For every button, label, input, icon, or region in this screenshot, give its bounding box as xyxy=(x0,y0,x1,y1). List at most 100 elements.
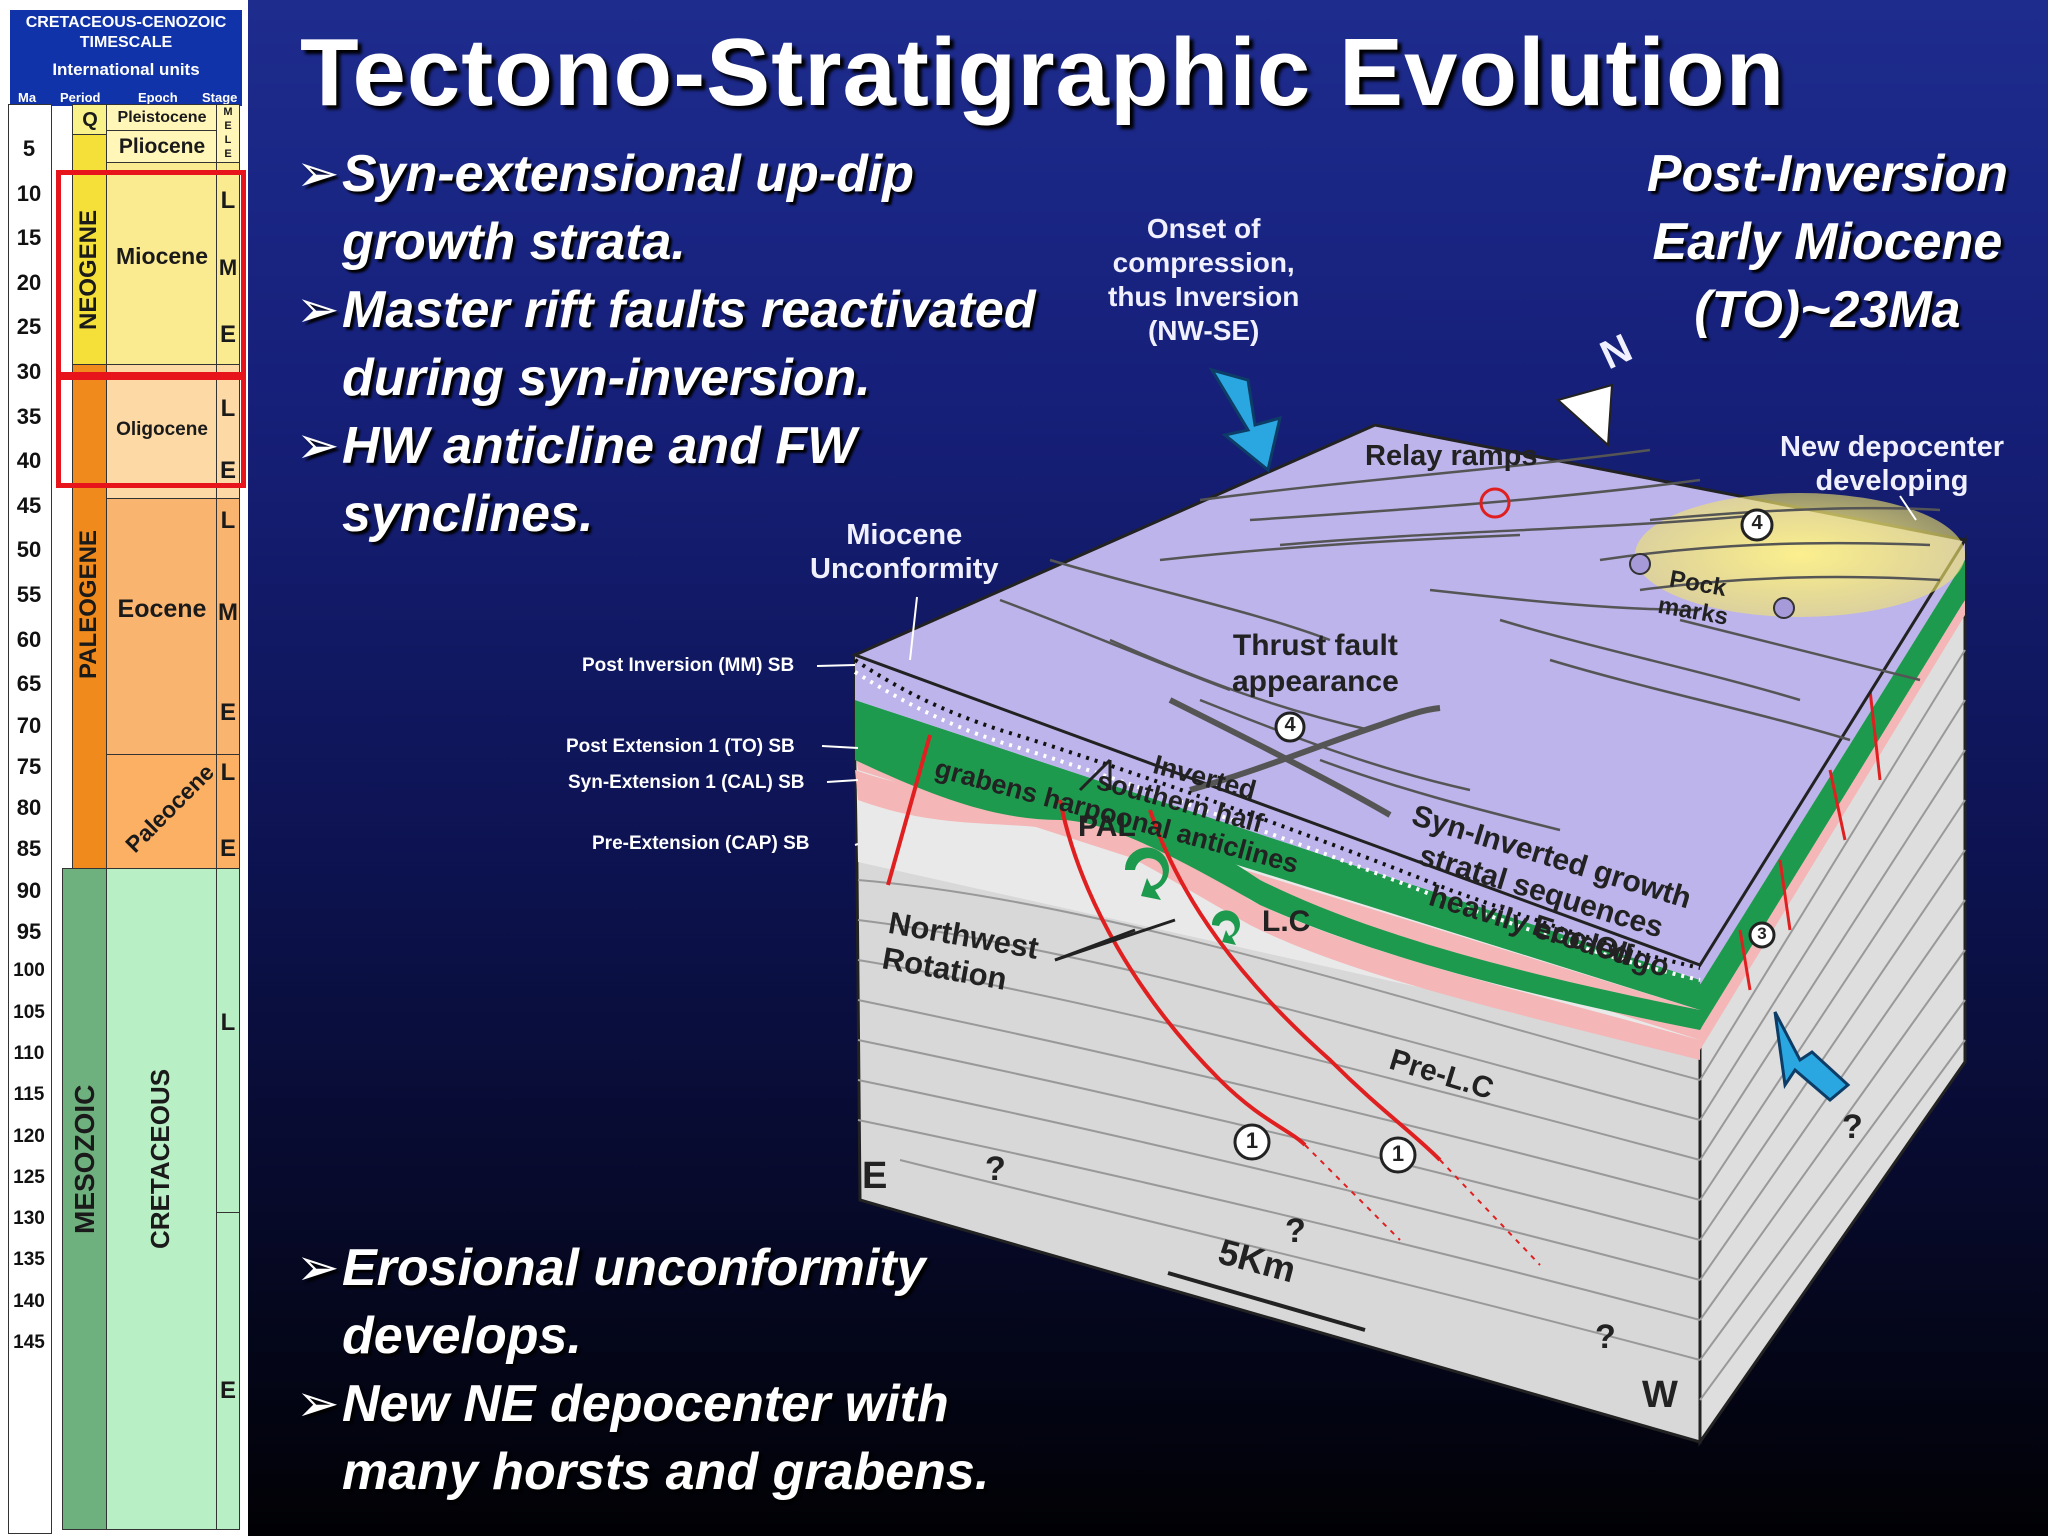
timescale-title-1: CRETACEOUS-CENOZOIC xyxy=(25,14,227,31)
bullet-item: ➢HW anticline and FW xyxy=(296,412,1136,480)
side-w-label: W xyxy=(1642,1374,1678,1416)
miocene-unconformity-line-2: Unconformity xyxy=(810,553,999,585)
bullet-text: Master rift faults reactivated xyxy=(342,281,1036,339)
col-ma: Ma xyxy=(18,90,37,105)
bullet-item: ➢Syn-extensional up-dip xyxy=(296,140,1136,208)
bullet-arrow-icon: ➢ xyxy=(296,145,340,203)
stage-cretaceous-late: L xyxy=(216,868,240,1214)
ma-tick: 70 xyxy=(16,712,42,738)
stage-paleocene-l: L xyxy=(220,759,236,786)
sb-syn-extension: Syn-Extension 1 (CAL) SB xyxy=(568,772,805,793)
epoch-pliocene: Pliocene xyxy=(106,130,218,164)
ma-tick: 90 xyxy=(16,877,42,903)
depocenter-highlight xyxy=(1635,493,1965,617)
marker-4-depocenter xyxy=(1740,508,1774,542)
stage-pleistocene-m: M xyxy=(223,106,233,118)
north-arrow-icon xyxy=(1555,383,1614,448)
unknown-mark: ? xyxy=(1842,1108,1863,1146)
bullet-continuation: develops. xyxy=(342,1307,582,1365)
col-period: Period xyxy=(60,90,101,105)
rotation-pointers xyxy=(1054,758,1176,962)
stage-paleocene-e: E xyxy=(219,835,236,862)
stage-miocene-m: M xyxy=(218,255,238,280)
stage-oligocene: L E xyxy=(216,364,240,500)
front-faults xyxy=(886,734,1442,1162)
epoch-pleistocene: Pleistocene xyxy=(106,104,218,132)
phase-line-2: Early Miocene xyxy=(1652,213,2003,271)
bullet-text: Erosional unconformity xyxy=(342,1239,926,1297)
ma-tick: 10 xyxy=(16,180,42,206)
stage-oligocene-e: E xyxy=(219,457,236,484)
ma-tick: 50 xyxy=(16,537,42,563)
onset-label: Onset of compression, thus Inversion (NW… xyxy=(1108,212,1299,348)
stage-miocene: L M E xyxy=(216,162,240,366)
thrust-fault-label: Thrust fault appearance xyxy=(1232,628,1399,700)
stage-cretaceous-l: L xyxy=(220,1009,236,1036)
right-purple xyxy=(1700,540,1965,985)
ma-tick: 145 xyxy=(13,1332,45,1353)
marker-1-left-label: 1 xyxy=(1245,1128,1259,1153)
marker-4-thrust-label: 4 xyxy=(1284,714,1296,736)
bullet-continuation: synclines. xyxy=(342,485,594,543)
ma-tick: 55 xyxy=(16,582,42,607)
marker-1-left xyxy=(1233,1123,1271,1161)
bullet-arrow-icon: ➢ xyxy=(296,1239,340,1297)
timescale-title-2: TIMESCALE xyxy=(79,34,173,51)
col-epoch: Epoch xyxy=(138,90,178,105)
ma-tick: 95 xyxy=(16,919,42,944)
scale-bar xyxy=(1167,1271,1366,1332)
unconformity-white-line xyxy=(853,670,1701,982)
layer-front-purple xyxy=(855,655,1700,980)
ma-tick: 120 xyxy=(13,1125,45,1147)
highlight-oligocene-box xyxy=(56,372,246,488)
compression-arrow-right-icon xyxy=(1773,1011,1851,1102)
marker-4-depocenter-label: 4 xyxy=(1751,512,1763,534)
ma-tick: 25 xyxy=(16,314,42,340)
miocene-unconformity-line-1: Miocene xyxy=(846,519,963,551)
bullet-continuation: many horsts and grabens. xyxy=(342,1443,990,1501)
era-mesozoic: MESOZOIC xyxy=(62,868,108,1530)
bullet-text: HW anticline and FW xyxy=(342,417,857,475)
stage-oligocene-l: L xyxy=(220,395,236,422)
thrust-fault-trace-2 xyxy=(1168,697,1392,818)
bullets-bottom: ➢Erosional unconformity develops. ➢New N… xyxy=(296,1234,1116,1506)
period-neogene-top xyxy=(72,134,108,176)
ma-tick: 65 xyxy=(16,671,42,697)
unknown-mark: ? xyxy=(1285,1212,1306,1250)
bullet-arrow-icon: ➢ xyxy=(296,417,340,475)
stage-pliocene-l: L xyxy=(224,134,232,146)
thrust-fault-line-2: appearance xyxy=(1232,665,1399,698)
ma-tick: 125 xyxy=(13,1166,45,1188)
epoch-miocene-label: Miocene xyxy=(115,243,209,269)
stage-pliocene-e: E xyxy=(224,148,232,160)
ma-scale xyxy=(8,104,52,1534)
stage-pleistocene-e: E xyxy=(224,120,232,132)
col-stage: Stage xyxy=(202,90,238,105)
stage-miocene-l: L xyxy=(220,187,236,214)
unknown-mark: ? xyxy=(985,1150,1006,1188)
unknown-mark: ? xyxy=(1595,1318,1616,1356)
pock-marks-label: Pock marks xyxy=(1656,564,1735,631)
epoch-pleistocene-label: Pleistocene xyxy=(117,109,207,126)
timescale-subtitle: International units xyxy=(52,60,200,79)
bullet-arrow-icon: ➢ xyxy=(296,1375,340,1433)
bullet-text: New NE depocenter with xyxy=(342,1375,949,1433)
marker-3-label: 3 xyxy=(1757,924,1767,943)
marker-circles xyxy=(1233,508,1776,1174)
period-q-label: Q xyxy=(82,109,98,131)
side-e-label: E xyxy=(862,1155,888,1197)
miocene-unconformity-label: Miocene Unconformity xyxy=(810,518,999,586)
epoch-paleocene: Paleocene xyxy=(106,754,219,870)
ma-tick: 40 xyxy=(16,448,42,474)
rotation-arrows xyxy=(1124,847,1240,945)
marker-1-right-label: 1 xyxy=(1391,1141,1405,1166)
ma-tick: 110 xyxy=(13,1042,45,1064)
ma-tick: 115 xyxy=(13,1084,45,1106)
front-fault-extensions xyxy=(1304,1144,1541,1266)
stage-eocene-e: E xyxy=(219,699,236,726)
period-cretaceous: CRETACEOUS xyxy=(106,868,218,1530)
ma-tick: 30 xyxy=(16,359,42,384)
highlight-neogene-box xyxy=(56,170,246,380)
marker-1-right xyxy=(1379,1136,1417,1174)
